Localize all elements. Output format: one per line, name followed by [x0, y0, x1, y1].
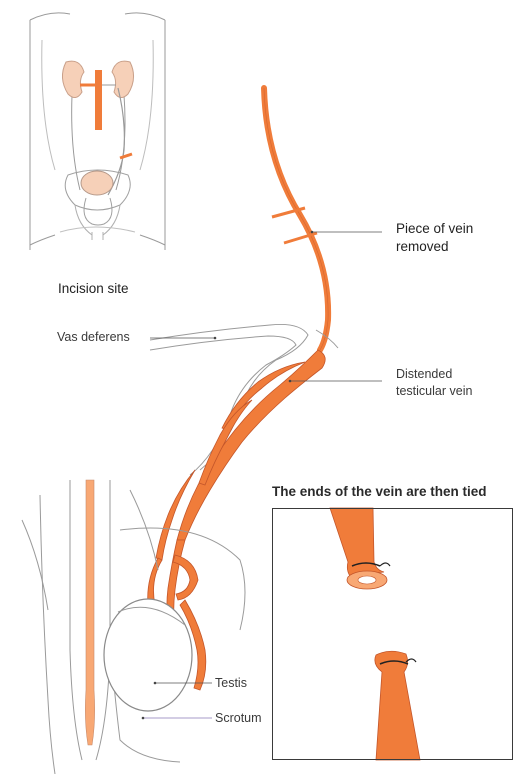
bladder-icon — [80, 170, 114, 196]
right-kidney-icon — [111, 60, 134, 98]
piece-removed-label-line1: Piece of vein — [396, 221, 474, 236]
incision-site-label: Incision site — [58, 281, 129, 296]
vas-deferens-label: Vas deferens — [57, 330, 130, 344]
torso-figure — [29, 12, 166, 250]
incision-mark-icon — [119, 152, 133, 160]
urethra-icon — [85, 479, 95, 746]
scrotum-label: Scrotum — [215, 711, 262, 725]
cut-mark-lower-icon — [283, 231, 318, 245]
piece-removed-label-line2: removed — [396, 239, 449, 254]
tied-vein-lower — [374, 650, 421, 761]
left-kidney-icon — [62, 60, 85, 98]
testis-label: Testis — [215, 676, 247, 690]
inset-frame — [272, 508, 513, 760]
testis-icon — [103, 598, 193, 712]
genital-outline — [21, 480, 246, 774]
cut-mark-upper-icon — [271, 206, 306, 219]
aorta-icon — [95, 70, 102, 130]
tied-vein-upper — [329, 507, 391, 590]
distended-label-line1: Distended — [396, 367, 453, 381]
upper-vein — [261, 85, 332, 353]
inset-title: The ends of the vein are then tied — [272, 484, 487, 499]
distended-label-line2: testicular vein — [396, 384, 473, 398]
